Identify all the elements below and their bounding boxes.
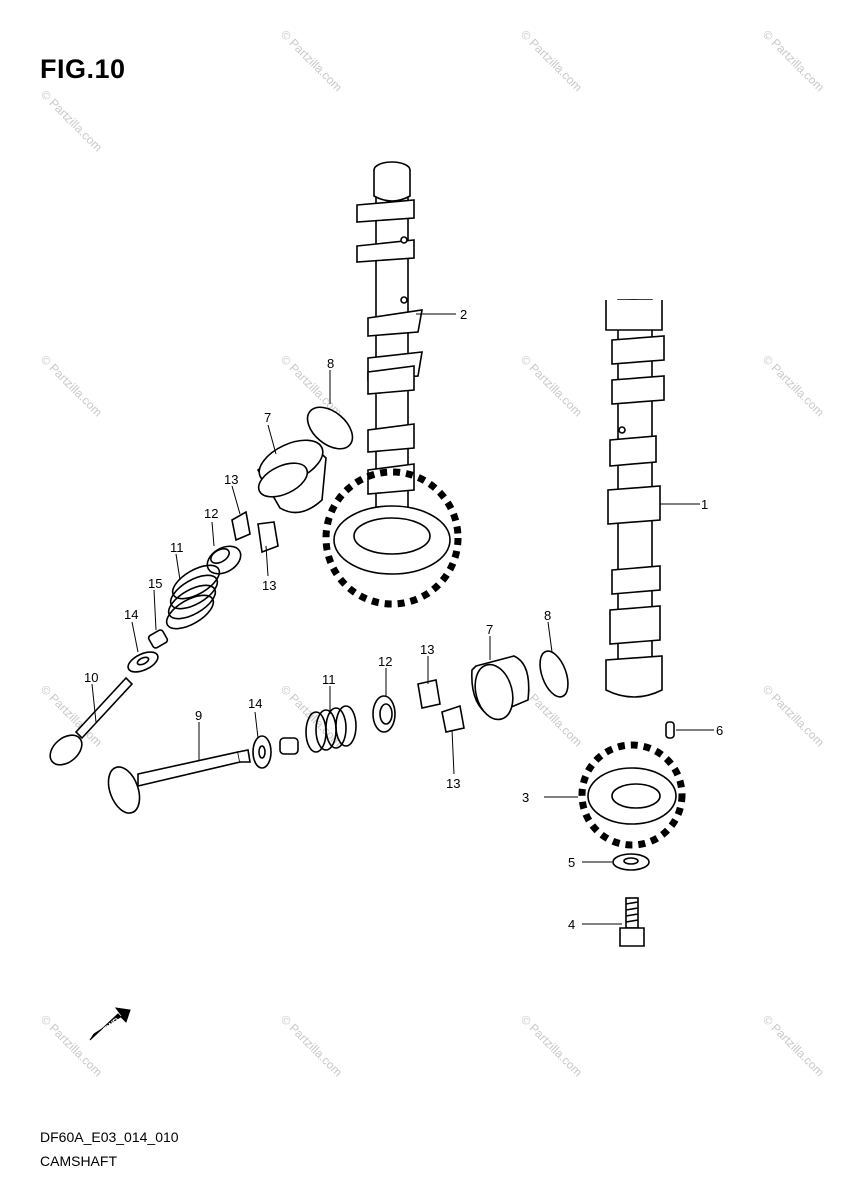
- callout-3: 3: [522, 790, 529, 805]
- retainer-12-lower: [372, 695, 396, 733]
- spring-11-lower: [305, 705, 357, 753]
- callout-5: 5: [568, 855, 575, 870]
- watermark-text: © Partzilla.com: [518, 352, 585, 419]
- camshaft-2: [356, 161, 423, 521]
- diagram-code: DF60A_E03_014_010: [40, 1129, 179, 1145]
- watermark-text: © Partzilla.com: [38, 87, 105, 154]
- watermark-text: © Partzilla.com: [760, 27, 827, 94]
- retainer-12-upper: [206, 545, 242, 575]
- valve-seal-lower: [279, 737, 299, 755]
- callout-14-upper: 14: [124, 607, 138, 622]
- valve-seal-15: [147, 629, 169, 649]
- bolt-4: [619, 897, 645, 947]
- dowel-pin-6: [665, 721, 675, 739]
- callout-8-lower: 8: [544, 608, 551, 623]
- sprocket-on-camshaft-2: [322, 468, 462, 608]
- callout-15: 15: [148, 576, 162, 591]
- spring-seat-14-upper: [127, 651, 159, 673]
- fwd-arrow-icon: FWD: [89, 1007, 131, 1041]
- valve-10: [49, 676, 134, 766]
- callout-2: 2: [460, 307, 467, 322]
- callout-leader-lines: [91, 313, 714, 925]
- tappet-7-upper: [256, 439, 327, 514]
- callout-10: 10: [84, 670, 98, 685]
- watermark-text: © Partzilla.com: [278, 1012, 345, 1079]
- callout-labels: 1 2 3 4 5 6 7 7 8 8 9 10 11 11 12 12 13 …: [84, 307, 723, 932]
- shim-8-upper: [306, 406, 354, 450]
- cotters-13-lower: [417, 679, 465, 733]
- watermark-text: © Partzilla.com: [760, 352, 827, 419]
- watermark-text: © Partzilla.com: [760, 1012, 827, 1079]
- figure-title: FIG.10: [40, 54, 126, 84]
- callout-13-lower-a: 13: [420, 642, 434, 657]
- callout-9: 9: [195, 708, 202, 723]
- callout-6: 6: [716, 723, 723, 738]
- camshaft-1: [605, 299, 665, 698]
- callout-14-lower: 14: [248, 696, 262, 711]
- callout-7-upper: 7: [264, 410, 271, 425]
- callout-12-lower: 12: [378, 654, 392, 669]
- callout-11-upper: 11: [170, 540, 184, 555]
- callout-7-lower: 7: [486, 622, 493, 637]
- watermark-text: © Partzilla.com: [760, 682, 827, 749]
- watermark-text: © Partzilla.com: [38, 1012, 105, 1079]
- tappet-7-lower: [471, 655, 530, 721]
- callout-13-upper-b: 13: [262, 578, 276, 593]
- callout-13-upper-a: 13: [224, 472, 238, 487]
- watermark-text: © Partzilla.com: [278, 27, 345, 94]
- callout-11-lower: 11: [322, 672, 336, 687]
- callout-12-upper: 12: [204, 506, 218, 521]
- callout-8-upper: 8: [327, 356, 334, 371]
- washer-5: [612, 853, 650, 871]
- callout-4: 4: [568, 917, 575, 932]
- spring-11-upper: [165, 564, 221, 630]
- cotters-13-upper: [231, 510, 279, 554]
- shim-8-lower: [539, 650, 569, 698]
- callout-1: 1: [701, 497, 708, 512]
- watermark-text: © Partzilla.com: [518, 27, 585, 94]
- diagram-name: CAMSHAFT: [40, 1153, 117, 1169]
- watermark-text: © Partzilla.com: [518, 1012, 585, 1079]
- valve-9: [107, 749, 251, 814]
- watermark-text: © Partzilla.com: [38, 352, 105, 419]
- callout-13-lower-b: 13: [446, 776, 460, 791]
- spring-seat-14-lower: [252, 735, 272, 769]
- sprocket-3: [578, 741, 686, 849]
